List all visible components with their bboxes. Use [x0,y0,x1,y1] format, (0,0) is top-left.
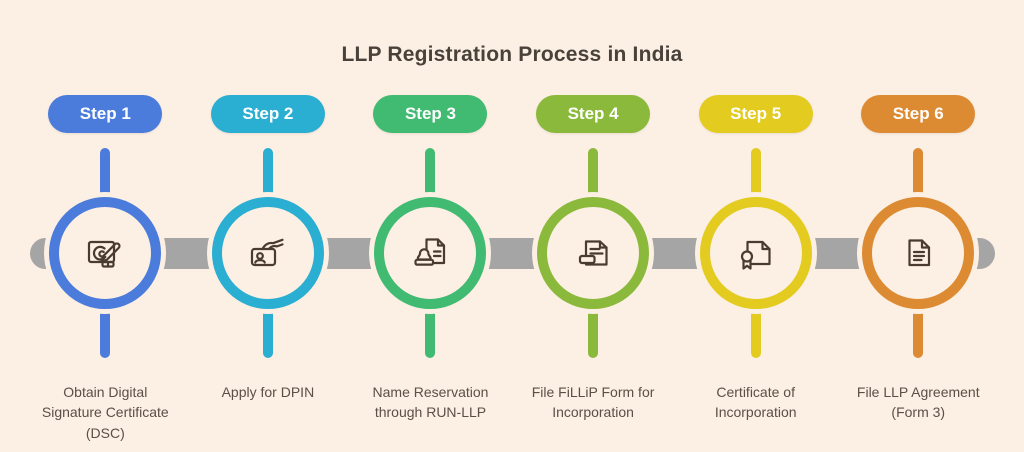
step-column-4: Step 4 File FiLLiP Form for Incorporatio… [512,95,675,443]
step-6-label: File LLP Agreement (Form 3) [856,384,980,421]
step-3-connector-top [425,148,436,200]
agreement-document-icon [894,229,942,277]
step-6-connector-top [913,148,924,200]
step-2-circle [211,197,324,309]
step-3-circle [374,197,487,309]
step-5-badge: Step 5 [698,95,813,133]
step-1-connector-bottom [100,306,111,358]
step-1-badge: Step 1 [48,95,163,133]
step-1-connector-top [100,148,111,200]
process-steps-row: Step 1 Obtain Digital Signature Certific… [24,95,1000,443]
step-1-circle [49,197,162,309]
step-2-badge: Step 2 [210,95,325,133]
step-column-5: Step 5 Certificate of Incorporation [674,95,837,443]
step-3-badge: Step 3 [373,95,488,133]
step-2-label: Apply for DPIN [221,384,315,400]
id-card-hand-icon [244,229,292,277]
step-4-connector-top [588,148,599,200]
step-6-circle [862,197,975,309]
process-connector-bar [30,238,995,269]
certificate-ribbon-icon [732,229,780,277]
page-title: LLP Registration Process in India [341,43,683,67]
form-document-icon [569,229,617,277]
step-2-connector-top [262,148,273,200]
step-column-2: Step 2 Apply for DPIN [187,95,350,443]
step-4-connector-bottom [588,306,599,358]
stamp-document-icon [406,229,454,277]
step-4-badge: Step 4 [536,95,651,133]
step-5-connector-top [750,148,761,200]
step-6-badge: Step 6 [861,95,976,133]
step-1-label: Obtain Digital Signature Certificate (DS… [41,384,169,441]
step-3-label: Name Reservation through RUN-LLP [372,384,489,421]
step-4-circle [537,197,650,309]
step-column-6: Step 6 File LLP Agreement (Form 3) [837,95,1000,443]
step-3-connector-bottom [425,306,436,358]
step-5-label: Certificate of Incorporation [714,384,797,421]
digital-signature-icon [81,229,129,277]
step-5-connector-bottom [750,306,761,358]
step-5-circle [699,197,812,309]
step-4-label: File FiLLiP Form for Incorporation [531,384,655,421]
step-column-1: Step 1 Obtain Digital Signature Certific… [24,95,187,443]
step-column-3: Step 3 Name Reservation through RUN-LLP [349,95,512,443]
step-2-connector-bottom [262,306,273,358]
step-6-connector-bottom [913,306,924,358]
